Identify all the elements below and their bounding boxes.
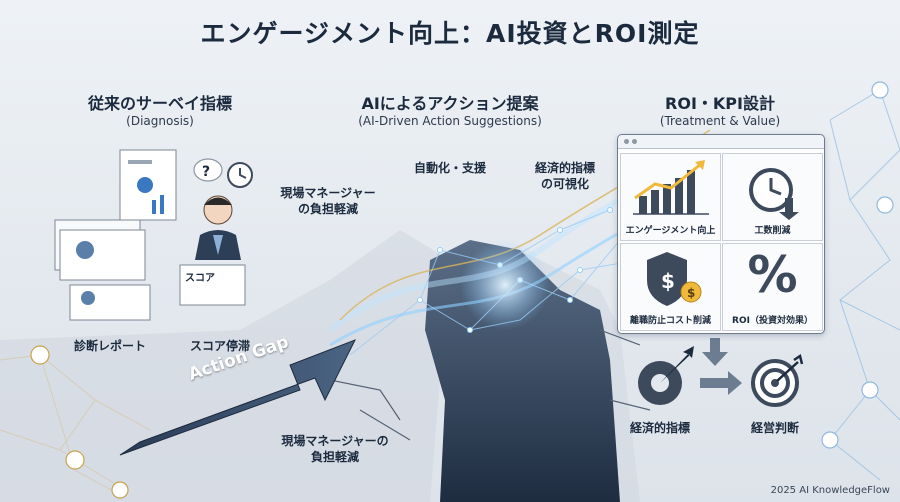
glow-burst [460, 240, 550, 330]
column-title: AIによるアクション提案 [361, 94, 539, 113]
gear-arrow-icon [638, 346, 694, 405]
column-subtitle: (Diagnosis) [126, 114, 194, 128]
column-ai-actions: AIによるアクション提案 (AI-Driven Action Suggestio… [335, 90, 565, 128]
cell-engagement: エンゲージメント向上 [620, 153, 721, 241]
automation-label: 自動化・支援 [413, 161, 486, 175]
column-title: 従来のサーベイ指標 [87, 94, 232, 113]
column-subtitle: (AI-Driven Action Suggestions) [358, 114, 542, 128]
footer-credit: 2025 AI KnowledgeFlow [770, 485, 890, 496]
target-icon [751, 353, 804, 407]
ground-left [0, 230, 450, 502]
window-dot-icon [624, 139, 629, 144]
crack-lines [329, 329, 651, 441]
cell-roi: % ROI（投資対効果） [722, 243, 823, 331]
arrow-down-icon [702, 338, 728, 366]
clock-icon [749, 168, 799, 220]
roi-dashboard-panel: エンゲージメント向上 工数削減 $ $ 離職防止コスト削減 % ROI（投資対効… [617, 134, 825, 334]
worried-manager-icon [195, 195, 241, 260]
percent-icon: % [747, 246, 798, 304]
cell-label: 離職防止コスト削減 [629, 316, 711, 326]
column-roi: ROI・KPI設計 (Treatment & Value) [620, 90, 820, 128]
management-decision-label: 経営判断 [750, 421, 799, 435]
panel-titlebar [618, 135, 824, 149]
cell-label: エンゲージメント向上 [625, 226, 716, 236]
economic-visualization-label: 経済的指標 の可視化 [534, 161, 595, 192]
manager-burden-label-bottom: 現場マネージャーの 負担軽減 [281, 434, 389, 465]
main-title: エンゲージメント向上：AI投資とROI測定 [200, 19, 700, 48]
score-stagnation-label: スコア停滞 [189, 339, 250, 353]
person-node-icons [30, 345, 129, 499]
column-title: ROI・KPI設計 [665, 94, 775, 113]
cell-label: ROI（投資対効果） [732, 316, 813, 326]
action-gap-arrow [119, 339, 357, 456]
report-label: 診断レポート [73, 339, 146, 353]
economic-indicator-label: 経済的指標 [629, 421, 690, 435]
clock-icon-left [227, 162, 253, 188]
network-lines-right [829, 89, 900, 481]
question-mark: ? [202, 164, 210, 180]
column-diagnosis: 従来のサーベイ指標 (Diagnosis) [60, 90, 260, 128]
bar-chart-icon [633, 160, 709, 215]
shield-dollar-icon: $ $ [647, 252, 702, 306]
svg-text:$: $ [661, 269, 675, 293]
svg-text:$: $ [687, 286, 695, 300]
cell-workload: 工数削減 [722, 153, 823, 241]
manager-burden-label-top: 現場マネージャー の負担軽減 [280, 186, 376, 217]
window-dot-icon [632, 139, 637, 144]
thought-bubble-icon [193, 158, 223, 182]
document-stack-icon [54, 149, 246, 321]
arrow-right-icon [700, 371, 742, 395]
score-sheet-text: スコア [185, 272, 215, 284]
cell-retention: $ $ 離職防止コスト削減 [620, 243, 721, 331]
column-subtitle: (Treatment & Value) [659, 114, 781, 128]
cell-label: 工数削減 [754, 226, 791, 236]
